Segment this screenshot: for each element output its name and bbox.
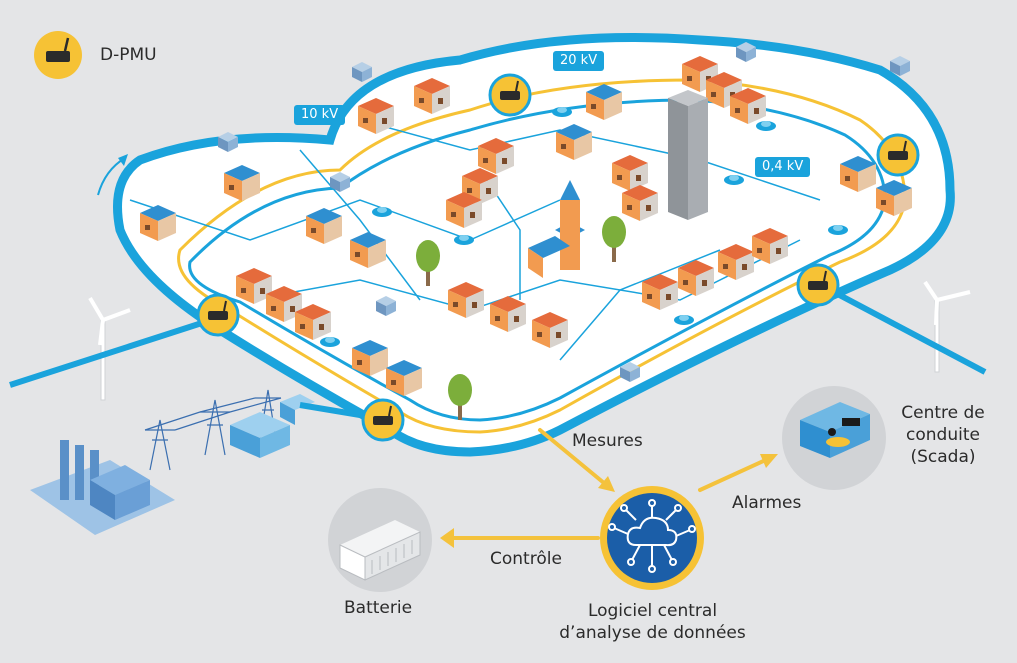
scada-label-line-3: (Scada): [910, 447, 976, 467]
software-label-line-1: Logiciel central: [587, 601, 718, 621]
d-pmu-markers: [196, 73, 920, 442]
arrow-mesures: [538, 428, 612, 490]
scada-label: Centre de conduite (Scada): [888, 402, 998, 468]
scada-node: [782, 386, 886, 490]
d-pmu-marker: [361, 398, 405, 442]
arrow-alarmes: [698, 456, 772, 492]
turbine-right-feeder: [828, 287, 987, 375]
voltage-10kv: 10 kV: [294, 105, 346, 125]
distribution-lines: [129, 119, 821, 361]
battery-label: Batterie: [344, 598, 413, 618]
church: [528, 180, 585, 278]
d-pmu-marker: [488, 73, 532, 117]
pmu-device-icon: [34, 31, 82, 79]
voltage-20kv: 20 kV: [553, 51, 605, 71]
voltage-04kv: 0,4 kV: [755, 157, 811, 177]
scada-label-line-2: conduite: [906, 425, 980, 445]
d-pmu-marker: [796, 263, 840, 307]
cloud-network-icon: [608, 499, 696, 573]
d-pmu-marker: [876, 133, 920, 177]
central-software-node: [600, 486, 704, 590]
wind-turbine-right: [923, 280, 971, 373]
flow-arrows: [440, 428, 778, 548]
flow-label-alarmes: Alarmes: [732, 493, 802, 513]
wind-turbine-left: [88, 296, 131, 401]
grid-ring-blue-inner: [188, 98, 887, 422]
turbine-left-feeder: [9, 319, 206, 388]
software-label: Logiciel central d’analyse de données: [545, 600, 760, 644]
d-pmu-marker: [196, 293, 240, 337]
battery-container-icon: [339, 520, 421, 581]
apartment-tower: [668, 90, 708, 220]
flow-label-controle: Contrôle: [490, 549, 562, 569]
battery-node: [328, 488, 432, 592]
power-plant: [30, 440, 175, 535]
substation: [230, 394, 315, 458]
software-label-line-2: d’analyse de données: [559, 623, 746, 643]
city-platform: [113, 33, 955, 457]
legend-label: D-PMU: [100, 45, 157, 65]
control-room-icon: [800, 402, 870, 458]
scada-label-line-1: Centre de: [901, 403, 985, 423]
flow-label-mesures: Mesures: [572, 431, 643, 451]
circulation-arrowhead: [118, 154, 128, 166]
